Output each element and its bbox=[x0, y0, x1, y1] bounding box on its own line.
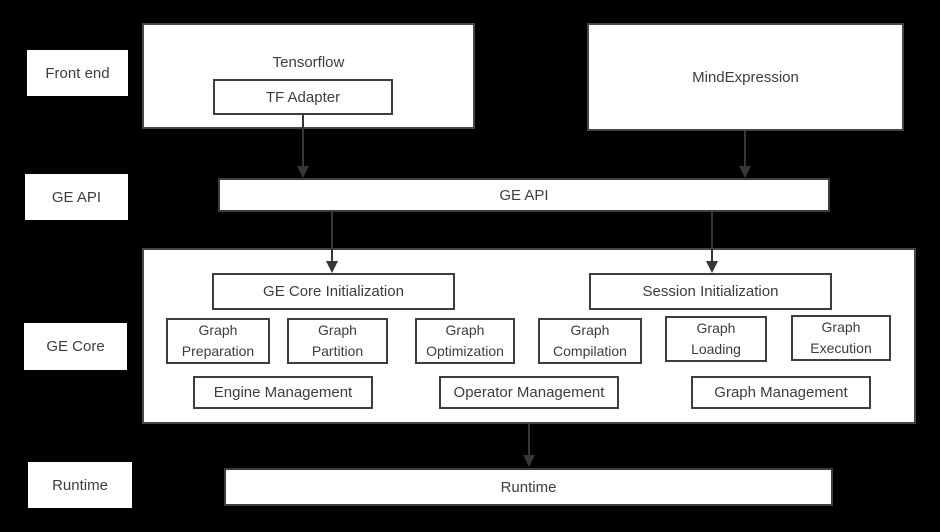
tensorflow-box: Tensorflow TF Adapter bbox=[142, 23, 475, 129]
ge-core-initialization-box: GE Core Initialization bbox=[212, 273, 455, 310]
arrow-down-icon bbox=[297, 166, 309, 178]
arrow-line bbox=[302, 115, 304, 167]
ge-api-bar: GE API bbox=[218, 178, 830, 212]
arrow-ge-api-to-ge-core-initialization bbox=[326, 212, 338, 273]
stage-graph-loading: Graph Loading bbox=[665, 316, 767, 362]
arrow-ge-api-to-session-initialization bbox=[706, 212, 718, 273]
arrow-line bbox=[528, 424, 530, 456]
row-label-ge-api: GE API bbox=[25, 174, 128, 220]
arrow-line bbox=[711, 212, 713, 262]
tf-adapter-box: TF Adapter bbox=[213, 79, 393, 115]
ge-core-box: GE Core Initialization Session Initializ… bbox=[142, 248, 916, 424]
stage-graph-optimization: Graph Optimization bbox=[415, 318, 515, 364]
mindexpression-box: MindExpression bbox=[587, 23, 904, 131]
arrow-down-icon bbox=[326, 261, 338, 273]
runtime-bar: Runtime bbox=[224, 468, 833, 506]
arrow-line bbox=[744, 131, 746, 167]
row-label-ge-core: GE Core bbox=[24, 323, 127, 370]
stage-graph-preparation: Graph Preparation bbox=[166, 318, 270, 364]
arrow-ge-core-to-runtime bbox=[523, 424, 535, 467]
stage-graph-execution: Graph Execution bbox=[791, 315, 891, 361]
tensorflow-title: Tensorflow bbox=[272, 54, 345, 71]
arrow-down-icon bbox=[706, 261, 718, 273]
manager-engine-management: Engine Management bbox=[193, 376, 373, 409]
arrow-line bbox=[331, 212, 333, 262]
arrow-mindexpression-to-ge-api bbox=[739, 131, 751, 178]
stage-graph-partition: Graph Partition bbox=[287, 318, 388, 364]
row-label-runtime: Runtime bbox=[28, 462, 132, 508]
stage-graph-compilation: Graph Compilation bbox=[538, 318, 642, 364]
session-initialization-box: Session Initialization bbox=[589, 273, 832, 310]
arrow-tf-adapter-to-ge-api bbox=[297, 115, 309, 178]
arrow-down-icon bbox=[523, 455, 535, 467]
row-label-front-end: Front end bbox=[27, 50, 128, 96]
manager-graph-management: Graph Management bbox=[691, 376, 871, 409]
manager-operator-management: Operator Management bbox=[439, 376, 619, 409]
arrow-down-icon bbox=[739, 166, 751, 178]
